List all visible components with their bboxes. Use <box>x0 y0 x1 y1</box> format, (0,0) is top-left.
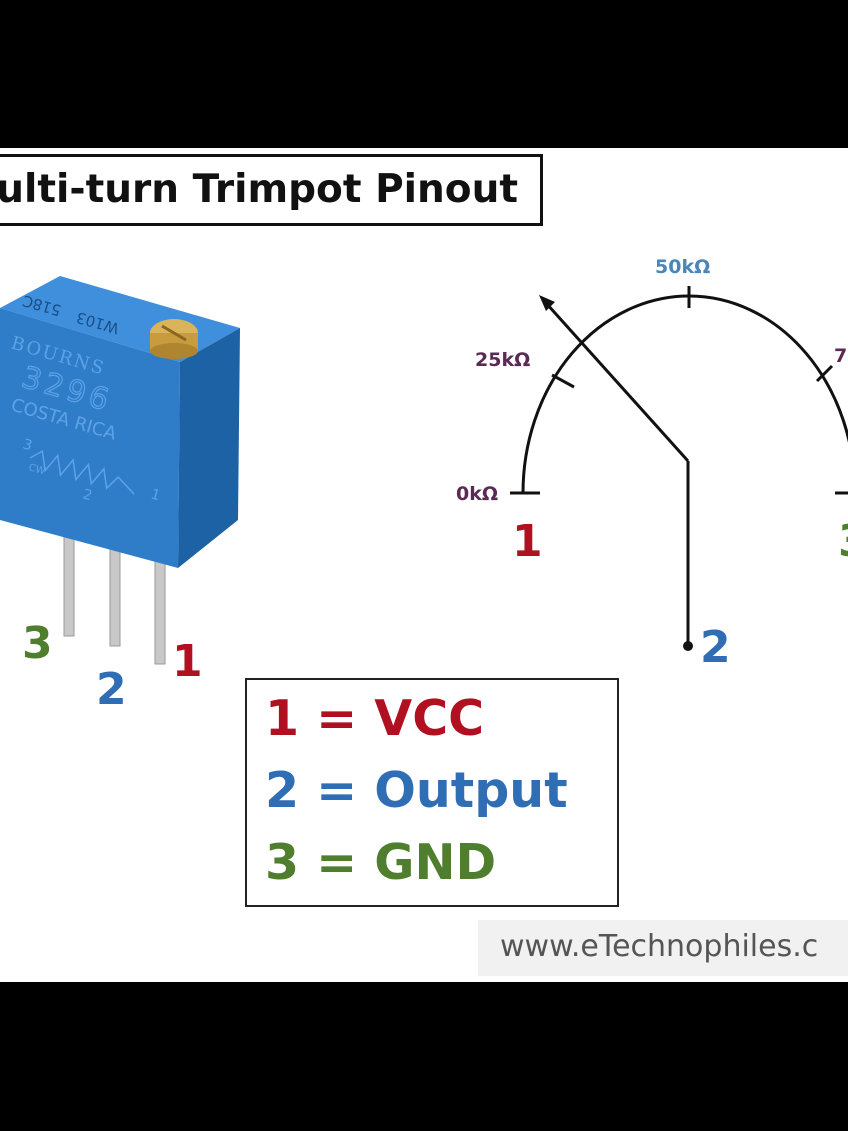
label-50k: 50kΩ <box>655 256 710 278</box>
tick-75k <box>815 364 834 383</box>
wiper-arrow-icon <box>539 295 555 311</box>
trimpot-illustration: 518C W103 BOURNS 3296 COSTA RICA 3 CW 2 … <box>0 276 240 715</box>
legend-gnd: 3 = GND <box>265 834 497 891</box>
label-75k: 7 <box>834 345 847 367</box>
schematic-pin-3: 3 <box>838 516 848 567</box>
device-front-face <box>0 308 180 568</box>
device-pin-1-label: 1 <box>172 636 203 687</box>
svg-text:3: 3 <box>21 436 34 454</box>
schematic-pin-2: 2 <box>700 622 731 673</box>
pin-legend: 1 = VCC 2 = Output 3 = GND <box>245 678 619 907</box>
watermark-text: www.eTechnophiles.c <box>500 929 819 964</box>
resistive-track <box>521 294 848 494</box>
schematic-pin-1: 1 <box>512 516 543 567</box>
wiper-arm <box>544 301 690 463</box>
svg-text:1: 1 <box>149 486 162 504</box>
legend-vcc: 1 = VCC <box>265 690 485 747</box>
screw-slot <box>161 324 187 342</box>
tick-25k <box>551 373 575 389</box>
device-side-face <box>178 328 240 568</box>
device-pin-2-label: 2 <box>96 664 127 715</box>
wiper-terminal-dot <box>683 641 693 651</box>
potentiometer-schematic: 0kΩ 25kΩ 50kΩ 7 1 2 3 <box>456 256 848 673</box>
device-resistor-mark <box>29 449 135 495</box>
title-box: ulti-turn Trimpot Pinout <box>0 154 543 226</box>
diagram-figure: 518C W103 BOURNS 3296 COSTA RICA 3 CW 2 … <box>0 256 848 715</box>
label-25k: 25kΩ <box>475 349 530 371</box>
page-title: ulti-turn Trimpot Pinout <box>0 167 518 212</box>
watermark: www.eTechnophiles.c <box>478 920 848 976</box>
device-pin-3-label: 3 <box>22 618 53 669</box>
legend-output: 2 = Output <box>265 762 568 819</box>
svg-text:2: 2 <box>81 486 94 504</box>
diagram-panel: ulti-turn Trimpot Pinout 518C W103 BOURN… <box>0 148 848 982</box>
svg-text:CW: CW <box>27 462 46 477</box>
label-0k: 0kΩ <box>456 483 498 505</box>
